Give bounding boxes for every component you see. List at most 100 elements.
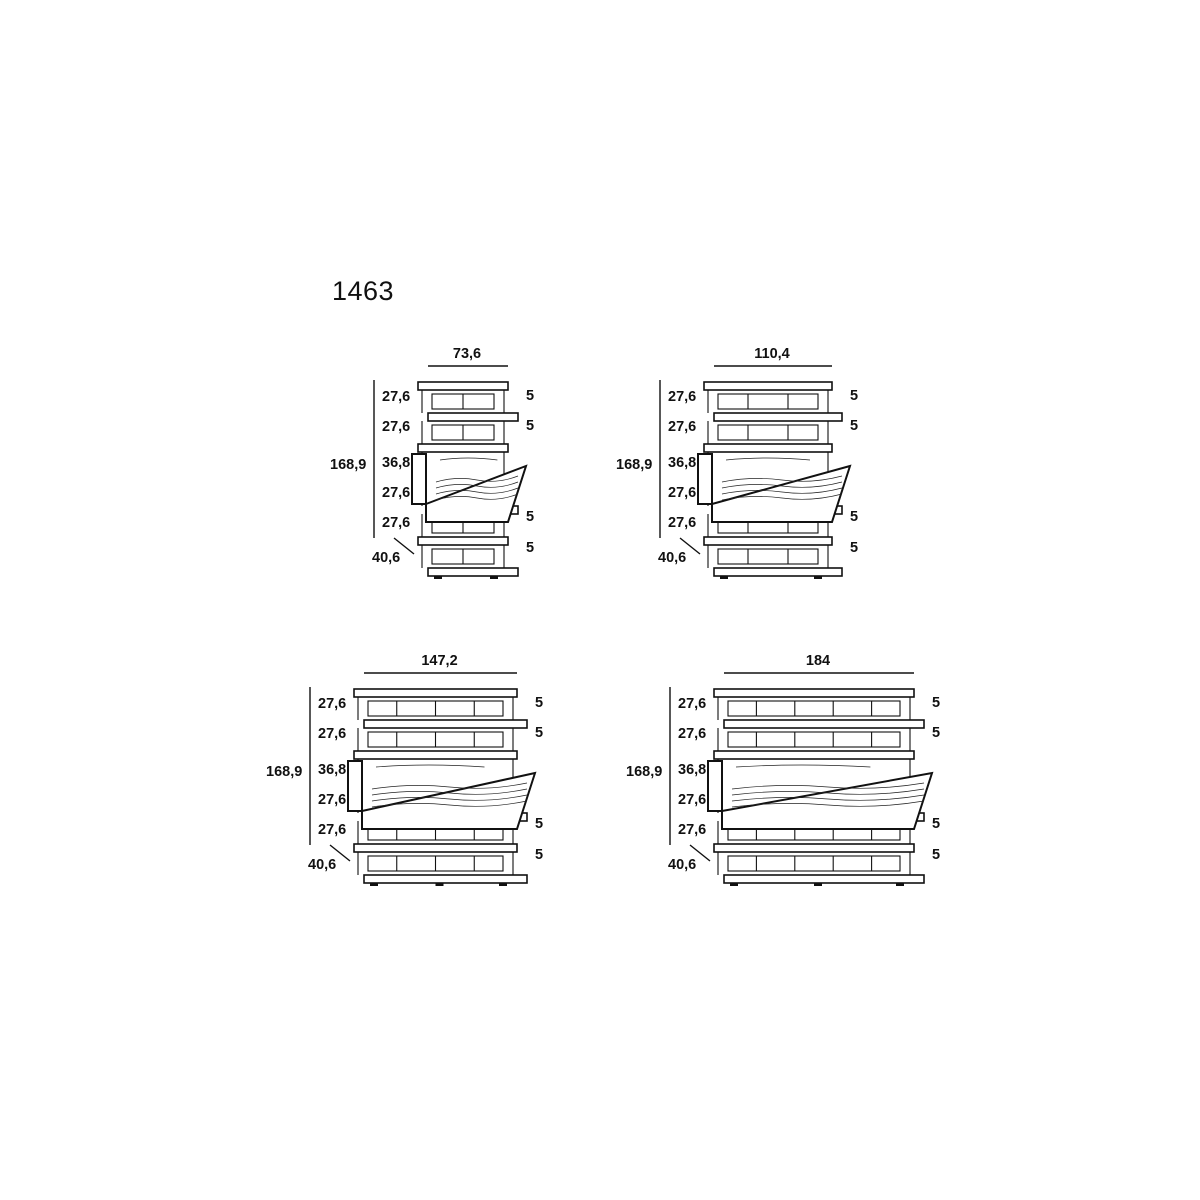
section-height-label: 27,6 bbox=[668, 419, 696, 435]
total-height-label: 168,9 bbox=[616, 457, 652, 473]
back-frame bbox=[717, 424, 819, 441]
foot bbox=[720, 576, 728, 579]
section-height-label: 27,6 bbox=[668, 389, 696, 405]
back-frame bbox=[717, 548, 819, 565]
section-height-label: 27,6 bbox=[318, 792, 346, 808]
section-height-label: 36,8 bbox=[382, 455, 410, 471]
section-height-label: 36,8 bbox=[678, 762, 706, 778]
wood-grain bbox=[371, 800, 528, 808]
offset-label: 5 bbox=[850, 418, 858, 434]
offset-label: 5 bbox=[850, 388, 858, 404]
section-height-label: 27,6 bbox=[678, 696, 706, 712]
wood-grain bbox=[371, 794, 528, 802]
shelf-board bbox=[703, 443, 833, 453]
section-height-label: 27,6 bbox=[318, 696, 346, 712]
open-flap-door bbox=[711, 464, 852, 523]
foot bbox=[499, 883, 507, 886]
foot bbox=[434, 576, 442, 579]
shelf-board bbox=[417, 536, 509, 546]
shelf-board bbox=[363, 874, 528, 884]
offset-label: 5 bbox=[535, 816, 543, 832]
open-flap-door bbox=[425, 464, 528, 523]
wood-grain bbox=[731, 782, 925, 790]
depth-label: 40,6 bbox=[668, 857, 696, 873]
section-height-label: 27,6 bbox=[382, 485, 410, 501]
side-door bbox=[347, 760, 363, 812]
section-height-label: 27,6 bbox=[382, 389, 410, 405]
section-height-label: 27,6 bbox=[318, 822, 346, 838]
depth-label: 40,6 bbox=[308, 857, 336, 873]
section-height-label: 27,6 bbox=[318, 726, 346, 742]
shelf-board bbox=[427, 412, 519, 422]
side-door bbox=[411, 453, 427, 505]
section-height-label: 27,6 bbox=[668, 485, 696, 501]
foot bbox=[435, 883, 444, 886]
foot bbox=[814, 576, 822, 579]
wood-grain bbox=[735, 764, 871, 768]
back-frame bbox=[727, 731, 901, 748]
foot bbox=[490, 576, 498, 579]
wood-grain bbox=[375, 764, 485, 768]
back-frame bbox=[727, 700, 901, 717]
section-height-label: 27,6 bbox=[382, 419, 410, 435]
depth-dimension-line bbox=[393, 537, 415, 555]
offset-label: 5 bbox=[932, 695, 940, 711]
offset-label: 5 bbox=[932, 816, 940, 832]
depth-dimension-line bbox=[679, 537, 701, 555]
shelf-board bbox=[363, 719, 528, 729]
shelf-board bbox=[713, 412, 843, 422]
depth-label: 40,6 bbox=[372, 550, 400, 566]
open-flap-door bbox=[721, 771, 934, 830]
depth-dimension-line bbox=[689, 844, 711, 862]
section-height-label: 36,8 bbox=[668, 455, 696, 471]
model-code: 1463 bbox=[332, 276, 395, 306]
offset-label: 5 bbox=[535, 695, 543, 711]
section-height-label: 27,6 bbox=[678, 726, 706, 742]
shelf-board bbox=[723, 719, 925, 729]
shelf-board bbox=[713, 688, 915, 698]
wood-grain bbox=[435, 475, 519, 483]
section-height-label: 27,6 bbox=[678, 792, 706, 808]
wood-grain bbox=[731, 800, 925, 808]
back-frame bbox=[717, 393, 819, 410]
shelf-board bbox=[353, 843, 518, 853]
foot bbox=[896, 883, 904, 886]
depth-label: 40,6 bbox=[658, 550, 686, 566]
side-door bbox=[697, 453, 713, 505]
wood-grain bbox=[721, 487, 843, 495]
wood-grain bbox=[439, 457, 498, 461]
total-height-label: 168,9 bbox=[330, 457, 366, 473]
shelf-board bbox=[713, 750, 915, 760]
shelf-board bbox=[417, 443, 509, 453]
shelf-board bbox=[703, 381, 833, 391]
wood-grain bbox=[731, 788, 925, 796]
width-label: 184 bbox=[806, 653, 830, 669]
width-label: 73,6 bbox=[453, 346, 481, 362]
offset-label: 5 bbox=[526, 509, 534, 525]
section-height-label: 27,6 bbox=[382, 515, 410, 531]
offset-label: 5 bbox=[932, 725, 940, 741]
wood-grain bbox=[435, 487, 519, 495]
shelf-board bbox=[713, 843, 915, 853]
shelf-board bbox=[427, 567, 519, 577]
total-height-label: 168,9 bbox=[266, 764, 302, 780]
shelf-board bbox=[353, 688, 518, 698]
offset-label: 5 bbox=[932, 847, 940, 863]
offset-label: 5 bbox=[850, 509, 858, 525]
wood-grain bbox=[731, 794, 925, 802]
wood-grain bbox=[721, 493, 843, 501]
back-frame bbox=[727, 855, 901, 872]
side-door bbox=[707, 760, 723, 812]
wood-grain bbox=[721, 475, 843, 483]
offset-label: 5 bbox=[535, 725, 543, 741]
section-height-label: 27,6 bbox=[678, 822, 706, 838]
foot bbox=[814, 883, 822, 886]
